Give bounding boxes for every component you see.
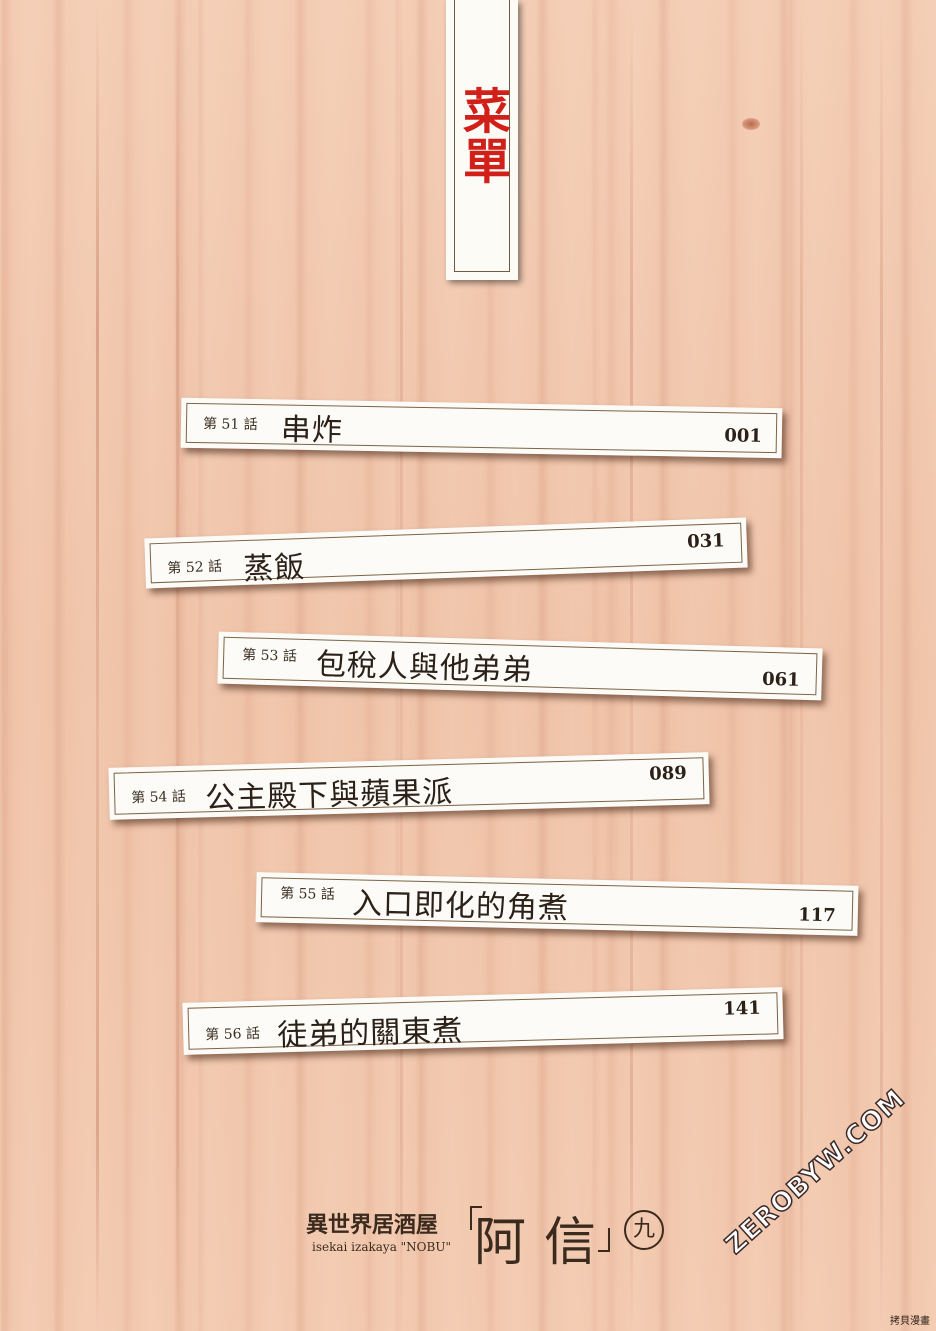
chapter-55-strip[interactable]: 第 55 話 入口即化的角煮 117 [255,872,859,936]
logo-bracket-open [470,1206,482,1230]
chapter-title: 串炸 [280,412,344,449]
menu-tag-border [454,0,510,272]
chapter-page: 141 [722,997,762,1020]
chapter-number: 第 53 話 [241,647,298,665]
chapter-52-strip[interactable]: 第 52 話 蒸飯 031 [144,517,748,589]
chapter-page: 061 [761,668,801,691]
menu-tag: 菜單 [446,0,518,280]
chapter-51-strip[interactable]: 第 51 話 串炸 001 [180,397,783,459]
logo-bracket-close [598,1228,610,1252]
chapter-56-strip[interactable]: 第 56 話 徒弟的關東煮 141 [182,987,784,1055]
logo-series-title: 異世界居酒屋 [306,1212,439,1238]
chapter-54-strip[interactable]: 第 54 話 公主殿下與蘋果派 089 [108,752,710,820]
wood-grain [880,0,883,1331]
chapter-title: 蒸飯 [242,549,307,588]
chapter-page: 117 [797,904,837,927]
source-watermark: 拷貝漫畫 [890,1316,930,1327]
chapter-title: 徒弟的關東煮 [276,1013,464,1054]
chapter-page: 031 [686,530,726,553]
chapter-title: 入口即化的角煮 [351,886,570,927]
chapter-page: 089 [648,762,688,785]
menu-title: 菜單 [454,86,510,186]
volume-number: 九 [624,1210,664,1250]
logo-nobu: 阿信 [474,1213,615,1273]
chapter-title: 公主殿下與蘋果派 [204,774,454,817]
wood-grain [96,0,99,1331]
chapter-53-strip[interactable]: 第 53 話 包稅人與他弟弟 061 [217,631,823,701]
chapter-number: 第 54 話 [131,788,187,807]
chapter-strip-border [185,402,778,454]
chapter-number: 第 56 話 [205,1025,261,1044]
chapter-strip-border [149,522,743,584]
wood-knot [742,118,760,130]
chapter-number: 第 55 話 [279,885,336,903]
logo-romaji: isekai izakaya "NOBU" [312,1240,451,1254]
wood-grain [176,0,179,1331]
chapter-page: 001 [724,425,763,447]
chapter-title: 包稅人與他弟弟 [315,647,534,689]
chapter-number: 第 51 話 [202,416,258,434]
chapter-number: 第 52 話 [167,558,223,577]
